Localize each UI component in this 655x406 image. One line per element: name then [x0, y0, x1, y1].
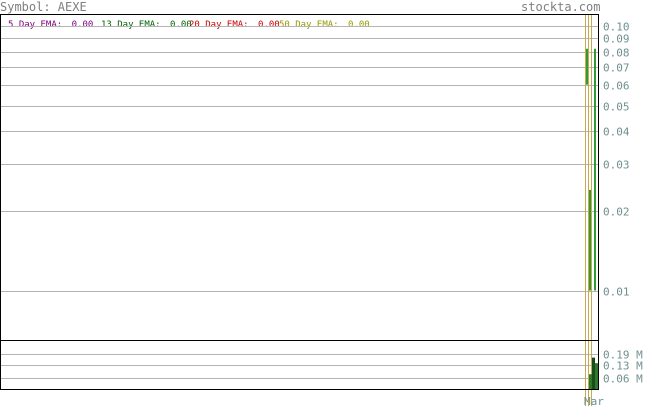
ema-13-label: 13 Day EMA: [101, 20, 161, 30]
price-gridlines [1, 26, 598, 292]
symbol-label: Symbol: AEXE [0, 0, 87, 14]
volume-axis: 0.19 M0.13 M0.06 M [603, 349, 643, 386]
price-tick-label: 0.05 [603, 101, 630, 114]
ema-50-value: 0.00 [348, 20, 370, 30]
ema-20-value: 0.00 [258, 20, 280, 30]
price-tick-label: 0.03 [603, 159, 630, 172]
ema-13-value: 0.00 [170, 20, 192, 30]
x-tick-label: Mar [584, 395, 604, 406]
volume-bar [589, 374, 592, 389]
ema-50-legend: 50 Day EMA: 0.00 [279, 20, 370, 30]
volume-bar [592, 357, 595, 389]
ema-50-label: 50 Day EMA: [279, 20, 339, 30]
price-tick-label: 0.06 [603, 80, 630, 93]
price-tick-label: 0.10 [603, 21, 630, 34]
price-tick-label: 0.04 [603, 126, 630, 139]
ema-20-legend: 20 Day EMA: 0.00 [189, 20, 280, 30]
price-bar [589, 189, 591, 291]
volume-tick-label: 0.19 M [603, 349, 643, 362]
volume-bar [595, 363, 598, 389]
ema-legend: 5 Day EMA: 0.00 13 Day EMA: 0.00 20 Day … [8, 20, 370, 30]
volume-tick-label: 0.06 M [603, 373, 643, 386]
price-bar [594, 48, 596, 291]
volume-panel-frame [0, 340, 599, 390]
price-tick-label: 0.07 [603, 62, 630, 75]
x-axis: Mar [584, 395, 604, 406]
price-bars [586, 48, 596, 291]
price-tick-label: 0.09 [603, 33, 630, 46]
ema-5-value: 0.00 [72, 20, 94, 30]
volume-bars [589, 357, 598, 389]
price-tick-label: 0.02 [603, 206, 630, 219]
site-label: stockta.com [521, 0, 600, 14]
ema-5-label: 5 Day EMA: [8, 20, 62, 30]
price-axis: 0.100.090.08 0.07 0.06 0.05 0.04 0.03 0.02 0.01 [603, 21, 630, 299]
price-bar [586, 48, 588, 85]
ema-5-legend: 5 Day EMA: 0.00 [8, 20, 93, 30]
ema-20-label: 20 Day EMA: [189, 20, 249, 30]
ema-13-legend: 13 Day EMA: 0.00 [101, 20, 192, 30]
volume-gridlines [1, 354, 598, 379]
volume-tick-label: 0.13 M [603, 360, 643, 373]
price-tick-label: 0.08 [603, 47, 630, 60]
price-tick-label: 0.01 [603, 286, 630, 299]
